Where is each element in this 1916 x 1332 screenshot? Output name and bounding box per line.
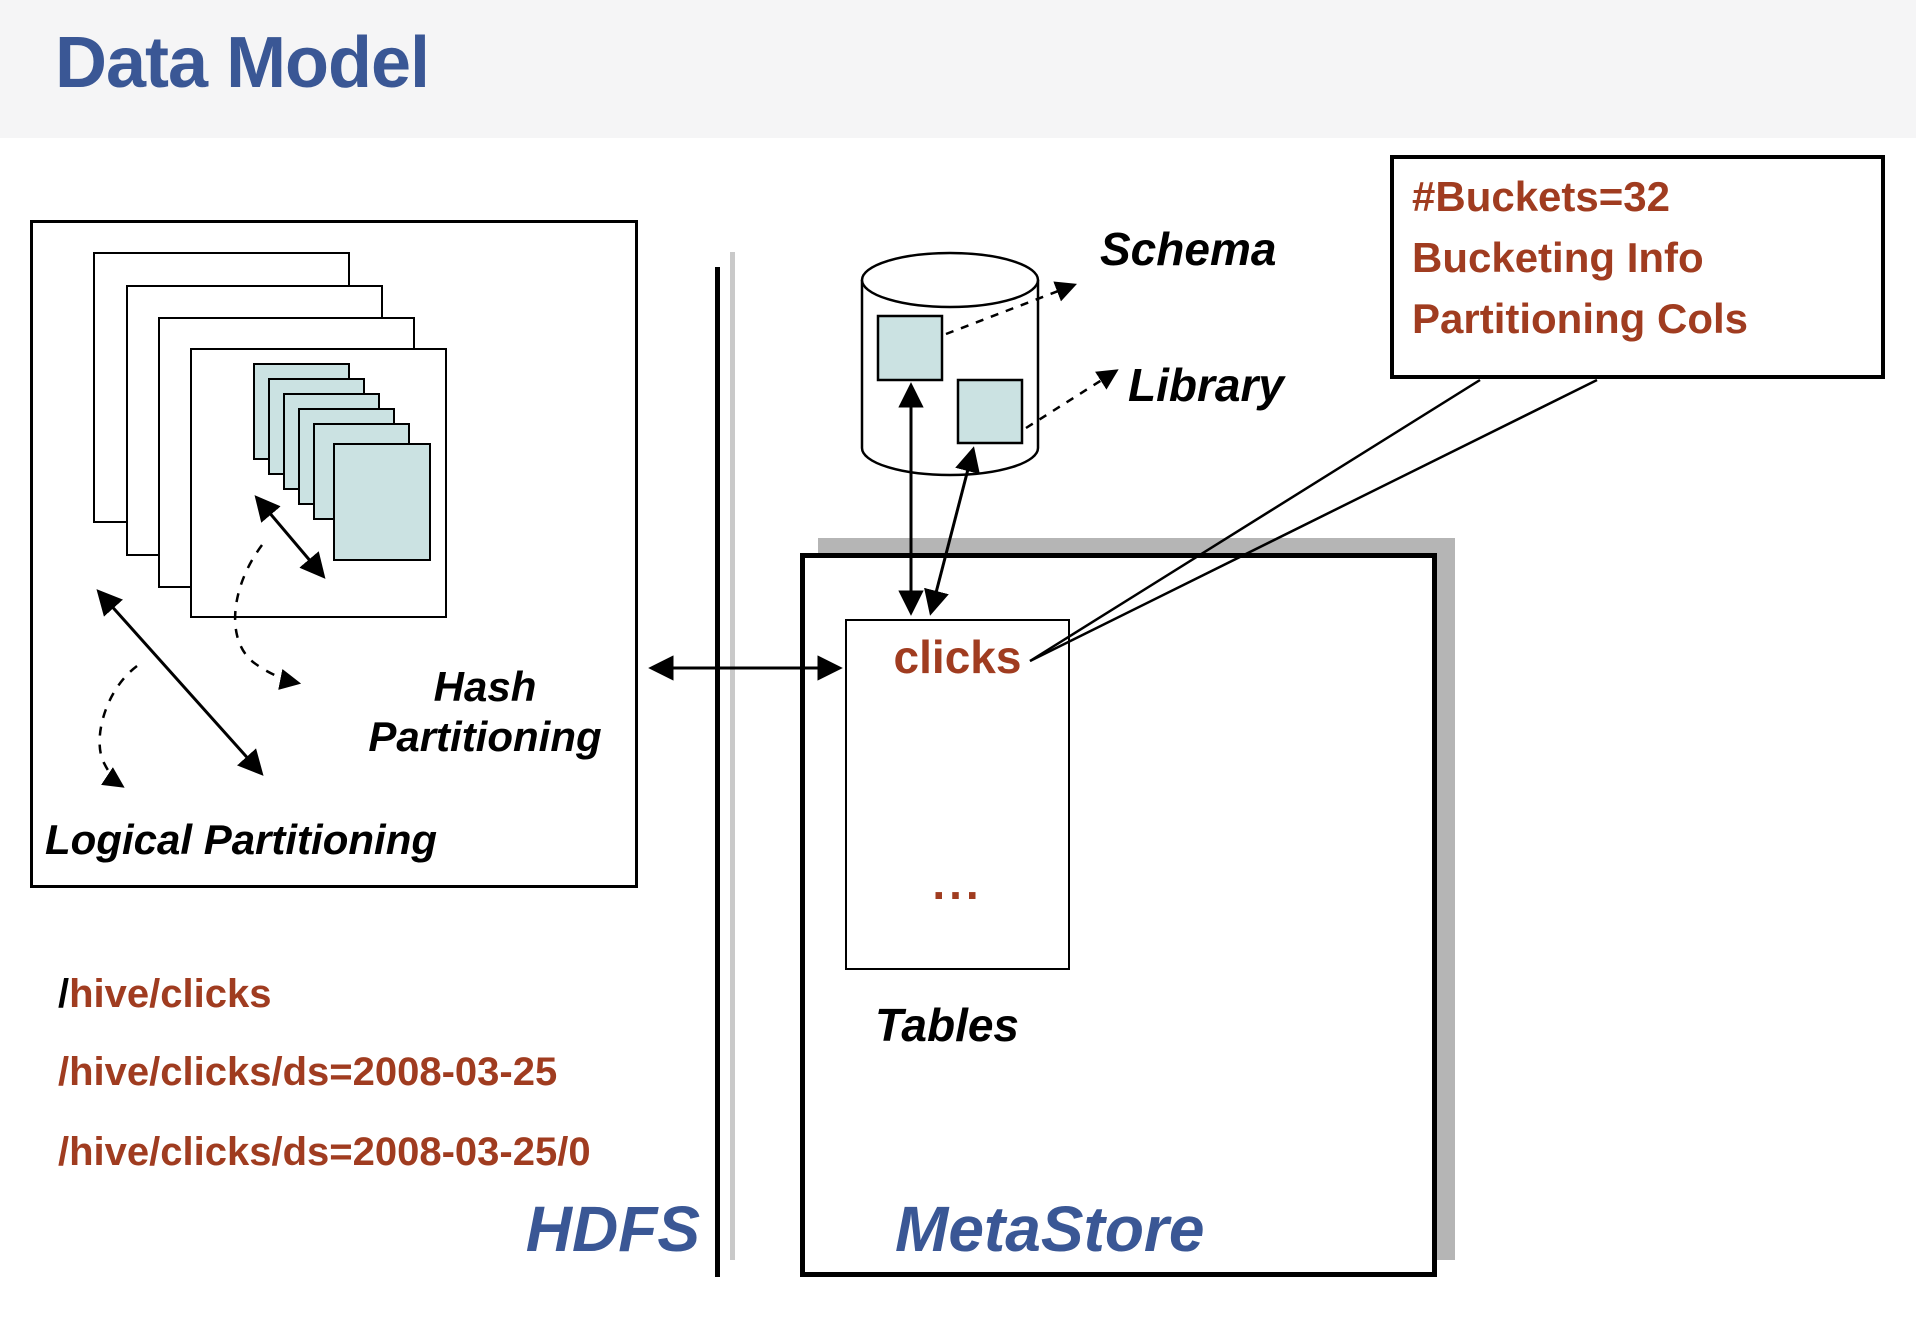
library-label: Library: [1128, 359, 1284, 411]
metadata-cylinder-icon: [860, 251, 1040, 477]
bucket-square-front: [333, 443, 431, 561]
hdfs-path-3: /hive/clicks/ds=2008-03-25/0: [58, 1130, 591, 1174]
callout-line-3: Partitioning Cols: [1412, 295, 1748, 342]
bucketing-callout-text: #Buckets=32 Bucketing Info Partitioning …: [1412, 166, 1748, 349]
divider-shadow-line: [730, 252, 735, 1260]
tables-label: Tables: [875, 999, 1020, 1051]
schema-square: [876, 314, 944, 382]
logical-partitioning-label: Logical Partitioning: [45, 816, 438, 863]
callout-line-2: Bucketing Info: [1412, 234, 1704, 281]
schema-pointer-arrow: [945, 281, 1077, 336]
hdfs-path-1-rest: hive/clicks: [69, 972, 272, 1016]
schema-label: Schema: [1100, 223, 1277, 275]
ellipsis-label: ...: [932, 857, 983, 909]
header-band: [0, 0, 1916, 138]
hash-partitioning-label: Hash Partitioning: [335, 662, 635, 762]
hdfs-path-2: /hive/clicks/ds=2008-03-25: [58, 1050, 558, 1094]
divider-line: [715, 267, 720, 1277]
metastore-zone-label: MetaStore: [895, 1193, 1205, 1265]
clicks-label: clicks: [893, 631, 1022, 683]
library-square: [956, 378, 1024, 445]
page-title: Data Model: [55, 23, 430, 103]
bucketing-callout-box: [1390, 155, 1885, 379]
hash-label-line1: Hash: [433, 663, 537, 710]
callout-line-1: #Buckets=32: [1412, 173, 1671, 220]
hdfs-path-1: /hive/clicks: [58, 972, 272, 1017]
clicks-table-box: [845, 619, 1070, 970]
hash-label-line2: Partitioning: [368, 713, 602, 760]
root-slash: /: [58, 972, 70, 1016]
library-pointer-arrow: [1025, 369, 1119, 430]
hdfs-zone-label: HDFS: [525, 1193, 700, 1265]
